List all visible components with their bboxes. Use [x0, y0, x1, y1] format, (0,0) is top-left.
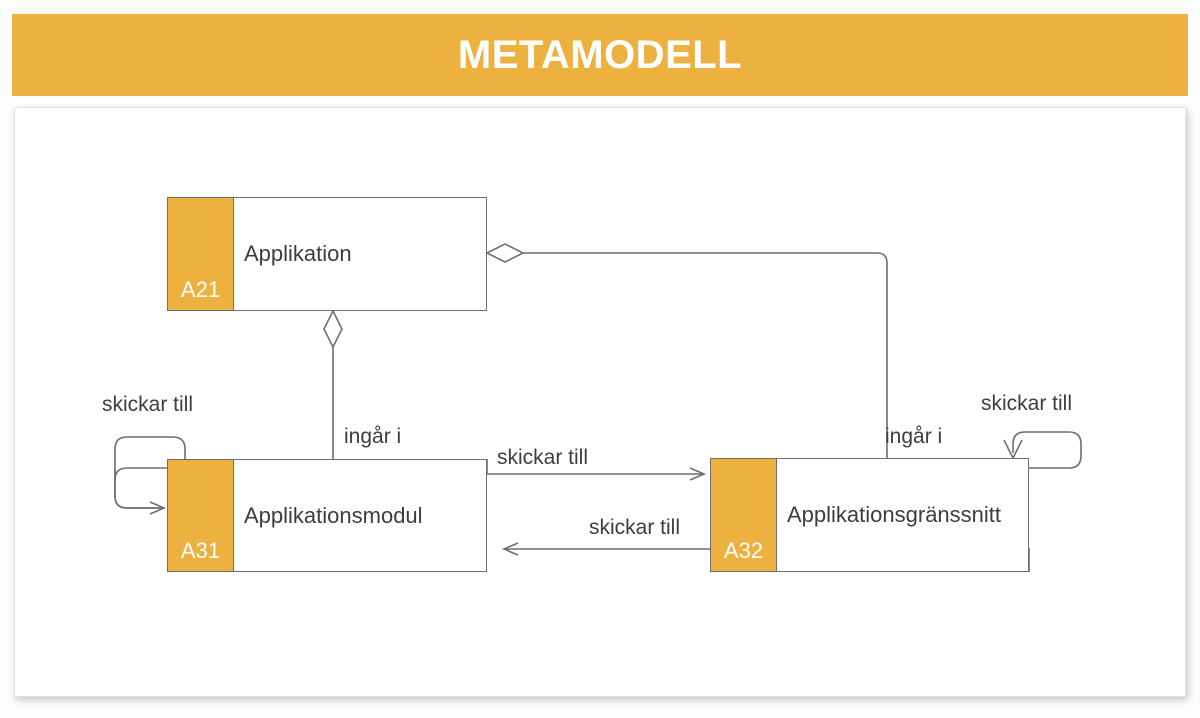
edge-label-skickar-till-a32-self: skickar till: [981, 392, 1073, 415]
uml-class-a32-name: Applikationsgränssnitt: [787, 502, 1002, 527]
uml-class-a21-tab: A21: [168, 198, 234, 310]
aggregation-diamond-a32: [485, 243, 525, 263]
edge-a31-to-a32-arrow: [486, 459, 707, 481]
uml-class-a31-tab: A31: [168, 460, 234, 571]
edge-a32-to-a31-arrow: [501, 542, 1030, 572]
page-title: METAMODELL: [457, 33, 743, 77]
edge-a31-self-loop-path: [114, 436, 167, 515]
uml-class-a21-code: A21: [180, 277, 221, 302]
uml-class-a31-body: Applikationsmodul: [234, 460, 486, 571]
edge-a32-aggregation-line: [523, 252, 888, 458]
edge-a31-self-loop-right: [172, 436, 186, 468]
uml-class-a21-body: Applikation: [234, 198, 486, 310]
uml-class-a31-name: Applikationsmodul: [244, 502, 423, 528]
uml-class-a32-body: Applikationsgränssnitt: [777, 459, 1028, 571]
edge-a32-self-loop-right: [1025, 431, 1082, 469]
edge-label-skickar-till-a32-a31: skickar till: [589, 516, 681, 539]
content-panel: A21 Applikation A31 Applikationsmodul A3…: [14, 107, 1186, 697]
edge-label-skickar-till-a31-self: skickar till: [102, 393, 194, 416]
uml-class-a31[interactable]: A31 Applikationsmodul: [167, 459, 487, 572]
uml-class-a31-code: A31: [180, 538, 221, 563]
uml-class-a32-code: A32: [723, 538, 764, 563]
edge-a32-self-loop-down: [1012, 431, 1026, 453]
edge-a31-self-loop: [114, 467, 167, 509]
uml-class-a21[interactable]: A21 Applikation: [167, 197, 487, 311]
aggregation-diamond-a31: [323, 309, 343, 349]
uml-class-a32-tab: A32: [711, 459, 777, 571]
uml-diagram: [114, 243, 1082, 572]
uml-class-a21-name: Applikation: [244, 241, 352, 266]
header-bar: METAMODELL: [12, 14, 1188, 96]
edge-label-ingar-i-a32: ingår i: [885, 425, 943, 448]
edge-label-skickar-till-a31-a32: skickar till: [497, 446, 589, 469]
uml-class-a32[interactable]: A32 Applikationsgränssnitt: [710, 458, 1029, 572]
edge-label-ingar-i-a31: ingår i: [344, 425, 402, 448]
